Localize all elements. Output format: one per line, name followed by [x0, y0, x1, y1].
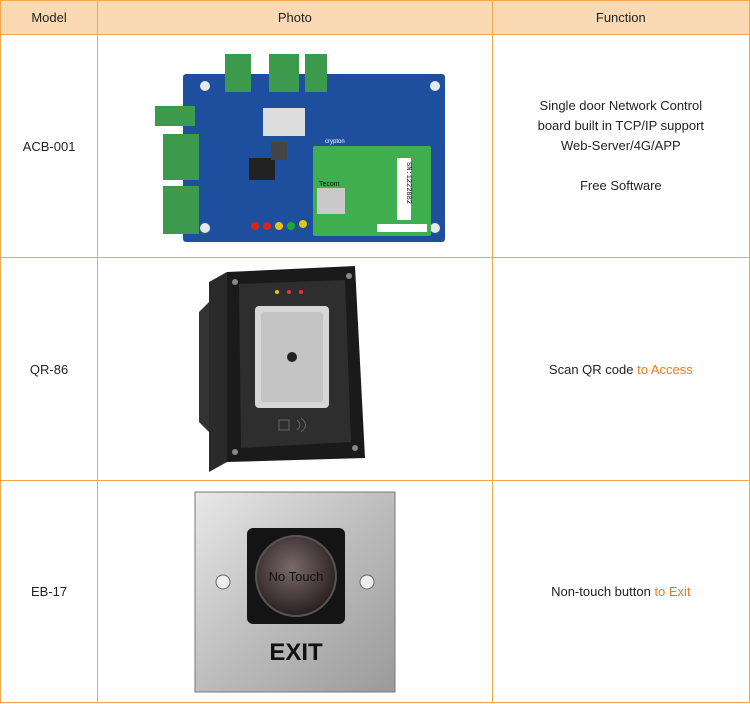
model-cell: ACB-001	[0, 34, 99, 258]
function-highlight: to Access	[637, 361, 693, 377]
photo-cell: No Touch EXIT	[97, 480, 493, 703]
button-label: No Touch	[269, 569, 324, 584]
header-photo: Photo	[97, 0, 493, 35]
photo-cell: crypton Tecom SN:1222882	[97, 34, 493, 258]
model-cell: EB-17	[0, 480, 99, 703]
header-function: Function	[491, 0, 750, 35]
function-line: board built in TCP/IP support	[537, 118, 705, 133]
function-cell: Non-touch button to Exit	[491, 480, 750, 703]
function-line: Single door Network Control	[539, 98, 703, 113]
header-row: Model Photo Function	[0, 0, 750, 35]
function-text: Scan QR code	[548, 361, 638, 377]
function-cell: Scan QR code to Access	[491, 257, 750, 481]
module-label: crypton	[325, 139, 345, 145]
table-row: EB-17 No Touch	[0, 480, 750, 703]
function-cell: Single door Network Control board built …	[491, 34, 750, 258]
function-highlight: to Exit	[654, 584, 691, 599]
board-sn: SN:1222882	[404, 162, 412, 204]
table-row: QR-86	[0, 257, 750, 481]
controller-board-photo: crypton Tecom SN:1222882	[154, 54, 445, 242]
table-row: ACB-001	[0, 34, 750, 258]
qr-reader-photo	[198, 265, 365, 472]
exit-button-photo: No Touch EXIT	[194, 491, 396, 692]
function-extra: Free Software	[579, 178, 662, 193]
header-model: Model	[0, 0, 99, 35]
model-cell: QR-86	[0, 257, 99, 481]
photo-cell	[97, 257, 493, 481]
board-brand: Tecom	[319, 181, 340, 188]
exit-label: EXIT	[269, 639, 323, 666]
function-line: Web-Server/4G/APP	[560, 138, 681, 153]
function-text: Non-touch button	[551, 584, 655, 599]
